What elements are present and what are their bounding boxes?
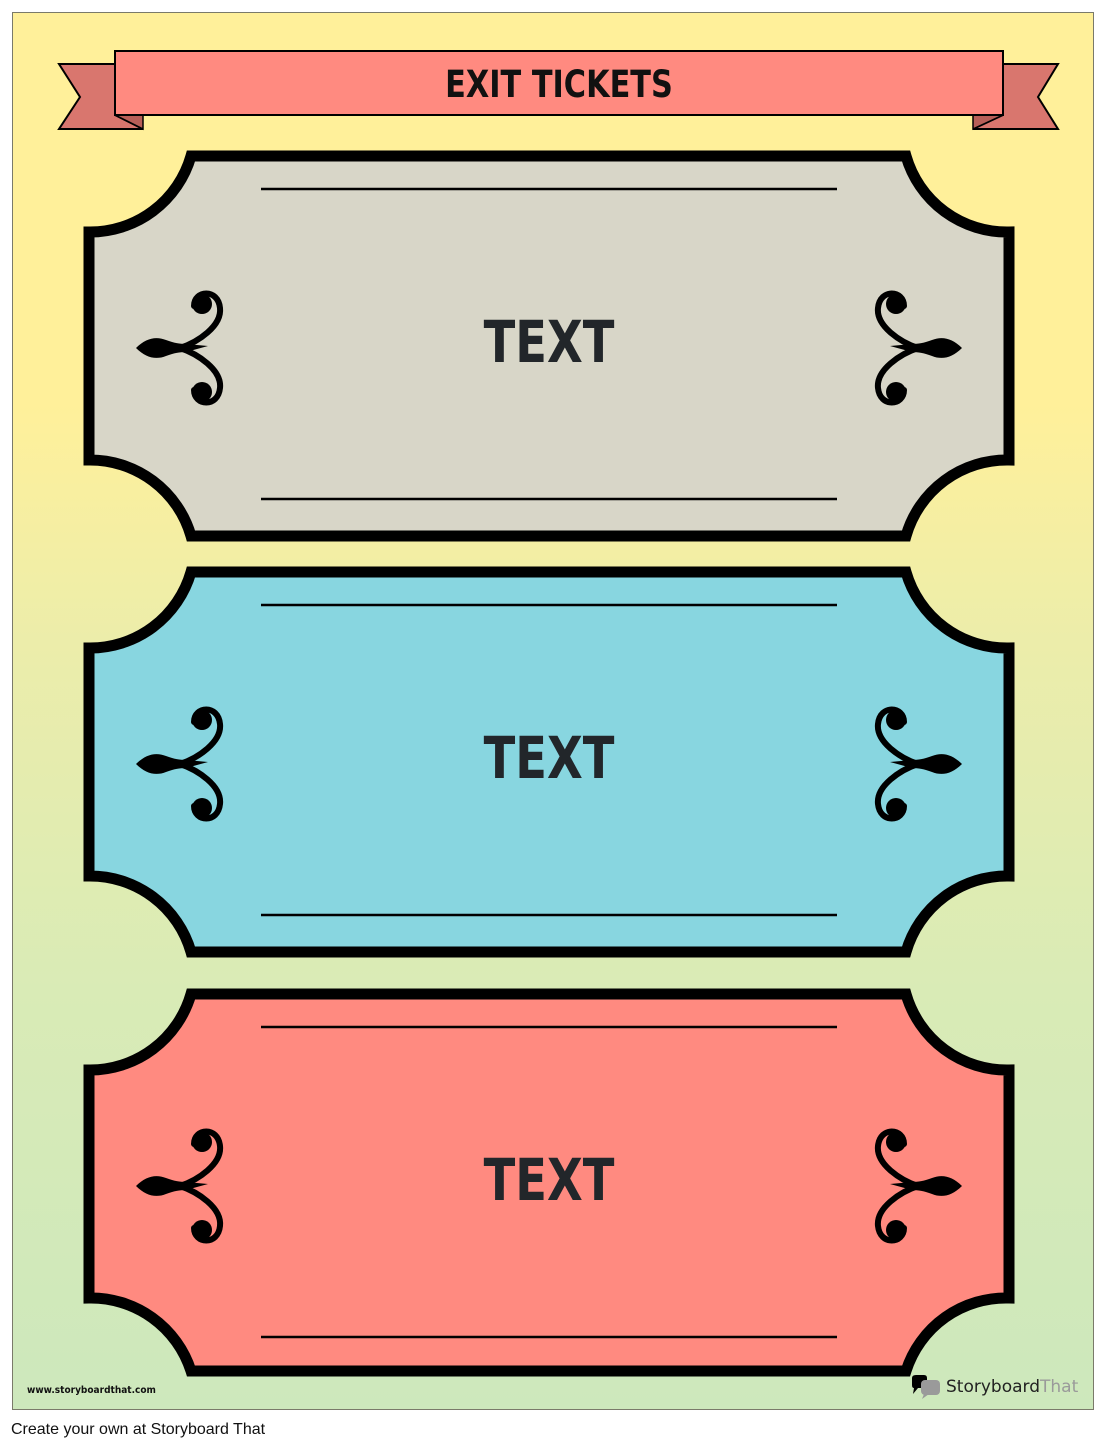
create-your-own-link[interactable]: Create your own at Storyboard That <box>11 1421 266 1438</box>
brand-name-primary: Storyboard <box>946 1377 1040 1397</box>
brand-name-secondary: That <box>1040 1377 1079 1397</box>
page-title: EXIT TICKETS <box>445 62 673 106</box>
footer-url: www.storyboardthat.com <box>27 1385 156 1396</box>
ticket-1 <box>83 150 1015 542</box>
ticket-3 <box>83 988 1015 1377</box>
ticket-2 <box>83 566 1015 958</box>
speech-bubble-icon <box>912 1375 940 1399</box>
banner-band <box>114 50 1004 116</box>
ticket-1-text[interactable]: TEXT <box>483 308 615 376</box>
ticket-3-text[interactable]: TEXT <box>483 1146 615 1214</box>
ticket-2-text[interactable]: TEXT <box>483 724 615 792</box>
